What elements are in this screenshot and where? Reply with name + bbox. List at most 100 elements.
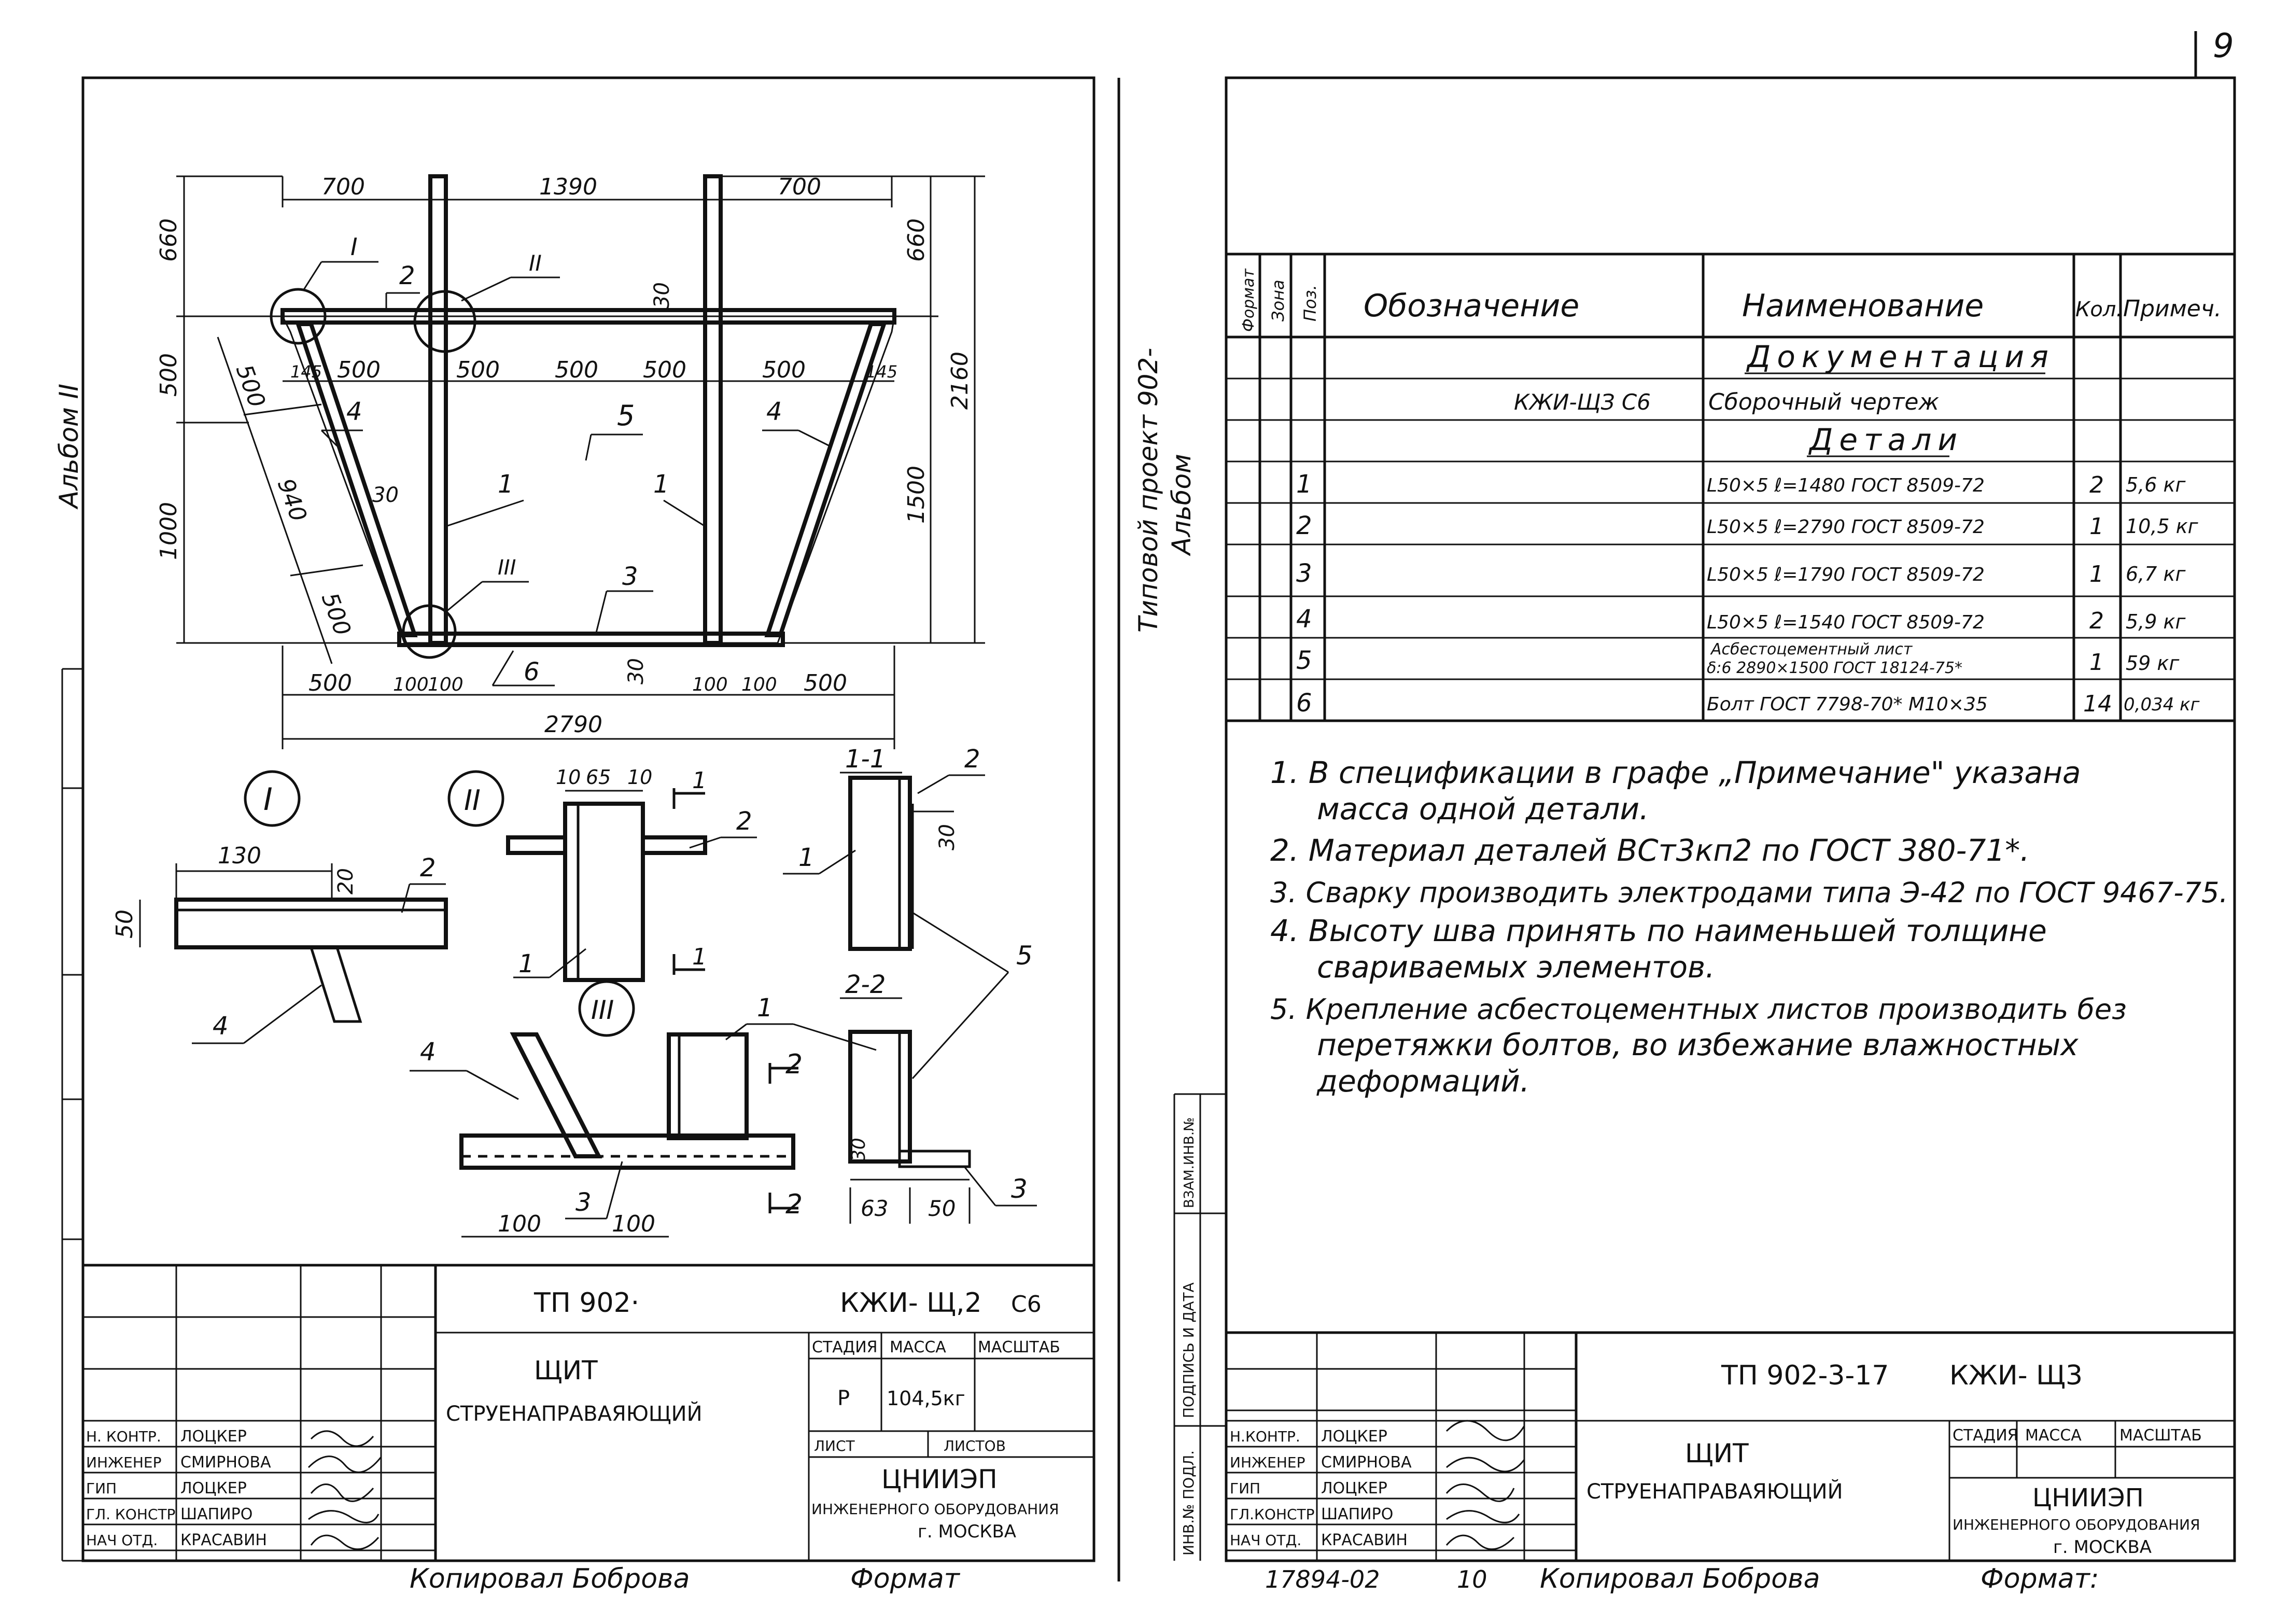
spec-row-4-qty: 2 bbox=[2089, 608, 2104, 634]
right-org-line1: ЦНИИЭП bbox=[2032, 1483, 2144, 1513]
right-role-0: Н.КОНТР. bbox=[1230, 1428, 1300, 1445]
dim-diag-500-b: 500 bbox=[316, 589, 356, 639]
right-role-1: ИНЖЕНЕР bbox=[1230, 1454, 1305, 1471]
note-1-line-1: 1. В спецификации в графе „Примечание" у… bbox=[1270, 755, 2081, 790]
spec-header-pos: Поз. bbox=[1300, 285, 1320, 321]
left-scale-header: МАСШТАБ bbox=[978, 1338, 1060, 1356]
dim-right-2160: 2160 bbox=[947, 352, 973, 410]
spec-header-name: Наименование bbox=[1742, 288, 1984, 324]
spec-header-designation: Обозначение bbox=[1364, 288, 1579, 324]
spec-row-2-pos: 2 bbox=[1296, 511, 1312, 540]
spec-row-5-name: Асбестоцементный лист bbox=[1710, 640, 1913, 659]
sections: 1-1 30 2 1 2-2 63 50 30 5 3 bbox=[783, 745, 1037, 1224]
signature-4 bbox=[310, 1534, 380, 1550]
right-footer-sheet: 10 bbox=[1457, 1565, 1487, 1593]
right-role-2: ГИП bbox=[1230, 1480, 1260, 1497]
right-org-line3: г. МОСКВА bbox=[2053, 1537, 2152, 1558]
detail-I-title: I bbox=[263, 781, 273, 818]
signature-2 bbox=[310, 1483, 374, 1502]
spec-row-4-note: 5,9 кг bbox=[2126, 610, 2186, 633]
spec-row-5-note: 59 кг bbox=[2126, 652, 2180, 675]
detail-II-dim-10-b: 10 bbox=[627, 766, 652, 789]
pos-2-label: 2 bbox=[399, 261, 415, 290]
spec-row-3-pos: 3 bbox=[1296, 559, 1312, 588]
dim-inner-145-left: 145 bbox=[290, 362, 322, 382]
left-copied-by: Копировал Боброва bbox=[410, 1563, 690, 1594]
pos-6-label: 6 bbox=[524, 657, 540, 687]
left-name-1: СМИРНОВА bbox=[180, 1453, 271, 1472]
spec-row-6-qty: 14 bbox=[2083, 691, 2112, 717]
pos-1-label-a: 1 bbox=[498, 470, 514, 499]
section-dim-30-b: 30 bbox=[848, 1138, 869, 1161]
section-pos-5: 5 bbox=[1016, 941, 1033, 971]
detail-III-pos-4: 4 bbox=[420, 1038, 436, 1067]
node-II-circle bbox=[413, 290, 476, 353]
section-dim-50: 50 bbox=[928, 1196, 956, 1221]
spec-row-5-qty: 1 bbox=[2089, 649, 2104, 676]
left-mass-header: МАССА bbox=[890, 1338, 946, 1356]
dim-inner-500-5: 500 bbox=[762, 357, 806, 383]
detail-III-pos-3: 3 bbox=[575, 1188, 592, 1217]
spec-section-documentation: Документация bbox=[1746, 339, 2055, 374]
dim-inner-500-2: 500 bbox=[456, 357, 500, 383]
detail-I-pos-2: 2 bbox=[420, 853, 436, 883]
spec-row-3-name: L50×5 ℓ=1790 ГОСТ 8509-72 bbox=[1707, 564, 1985, 585]
right-sheet: Типовой проект 902- Альбом ИНВ.№ ПОДЛ. П… bbox=[1133, 76, 2236, 1562]
signature-0 bbox=[310, 1430, 374, 1447]
right-title-line1: ЩИТ bbox=[1685, 1438, 1749, 1468]
dim-bottom-500-left: 500 bbox=[308, 670, 352, 696]
detail-I: I 130 50 20 2 4 bbox=[111, 770, 448, 1044]
right-signature-2 bbox=[1445, 1483, 1515, 1502]
spec-row-2-note: 10,5 кг bbox=[2126, 515, 2199, 538]
left-stage-header: СТАДИЯ bbox=[812, 1338, 878, 1356]
spec-row-1-qty: 2 bbox=[2089, 472, 2104, 498]
note-5-line-1: 5. Крепление асбестоцементных листов про… bbox=[1270, 993, 2127, 1026]
dim-inner-500-3: 500 bbox=[555, 357, 598, 383]
detail-II-section-mark-a: 1 bbox=[692, 767, 707, 794]
left-title-line2: СТРУЕНАПРАВАЯЮЩИЙ bbox=[446, 1401, 703, 1426]
right-name-3: ШАПИРО bbox=[1321, 1505, 1393, 1523]
right-name-0: ЛОЦКЕР bbox=[1321, 1427, 1387, 1446]
right-role-4: НАЧ ОТД. bbox=[1230, 1532, 1301, 1549]
left-title-line1: ЩИТ bbox=[534, 1355, 598, 1385]
dim-left-1000: 1000 bbox=[156, 502, 182, 560]
left-sheet-label: ЛИСТ bbox=[814, 1437, 855, 1454]
detail-III-dim-100-b: 100 bbox=[612, 1211, 655, 1237]
dim-30-top: 30 bbox=[650, 282, 674, 309]
note-5-line-3: деформаций. bbox=[1316, 1063, 1529, 1099]
spec-doc-designation: КЖИ-ЩЗ С6 bbox=[1514, 389, 1651, 415]
left-role-4: НАЧ ОТД. bbox=[86, 1532, 158, 1549]
spec-row-6-note: 0,034 кг bbox=[2124, 694, 2200, 715]
section-dim-63: 63 bbox=[861, 1196, 888, 1221]
right-post bbox=[703, 174, 723, 645]
project-label: Типовой проект 902- bbox=[1133, 348, 1163, 633]
left-sheet-mark: С6 bbox=[1011, 1291, 1042, 1318]
dim-left-660: 660 bbox=[156, 218, 182, 262]
right-role-3: ГЛ.КОНСТР bbox=[1230, 1506, 1315, 1523]
spec-row-1-name: L50×5 ℓ=1480 ГОСТ 8509-72 bbox=[1707, 475, 1985, 496]
dim-top-1390: 1390 bbox=[539, 174, 597, 200]
detail-II-dim-10-a: 10 bbox=[556, 766, 581, 789]
right-mass-header: МАССА bbox=[2025, 1426, 2082, 1445]
left-name-4: КРАСАВИН bbox=[180, 1531, 267, 1549]
detail-II-section-mark-b: 1 bbox=[692, 944, 707, 970]
spec-row-4-name: L50×5 ℓ=1540 ГОСТ 8509-72 bbox=[1707, 612, 1985, 633]
spec-row-5-pos: 5 bbox=[1296, 646, 1312, 675]
panel-dimensions: 700 1390 700 660 500 1000 660 2160 1500 … bbox=[156, 174, 985, 749]
dim-bottom-100-a: 100 bbox=[393, 674, 429, 695]
left-role-2: ГИП bbox=[86, 1480, 117, 1497]
left-sheet: Альбом II 9 bbox=[54, 27, 2234, 1562]
dim-30-left: 30 bbox=[372, 483, 399, 507]
section-2-2-title: 2-2 bbox=[845, 970, 886, 999]
right-footer-number: 17894-02 bbox=[1265, 1565, 1380, 1593]
detail-II: II 10 65 10 1 1 2 1 bbox=[447, 766, 757, 982]
left-role-1: ИНЖЕНЕР bbox=[86, 1454, 161, 1471]
spec-row-6-name: Болт ГОСТ 7798-70* М10×35 bbox=[1707, 694, 1988, 715]
section-1-1-title: 1-1 bbox=[845, 745, 886, 774]
spec-doc-name: Сборочный чертеж bbox=[1708, 389, 1939, 415]
right-frame bbox=[1225, 76, 2236, 1562]
spec-row-3-qty: 1 bbox=[2089, 561, 2104, 587]
left-sheets-label: ЛИСТОВ bbox=[944, 1437, 1006, 1454]
dim-top-700-left: 700 bbox=[321, 174, 365, 200]
